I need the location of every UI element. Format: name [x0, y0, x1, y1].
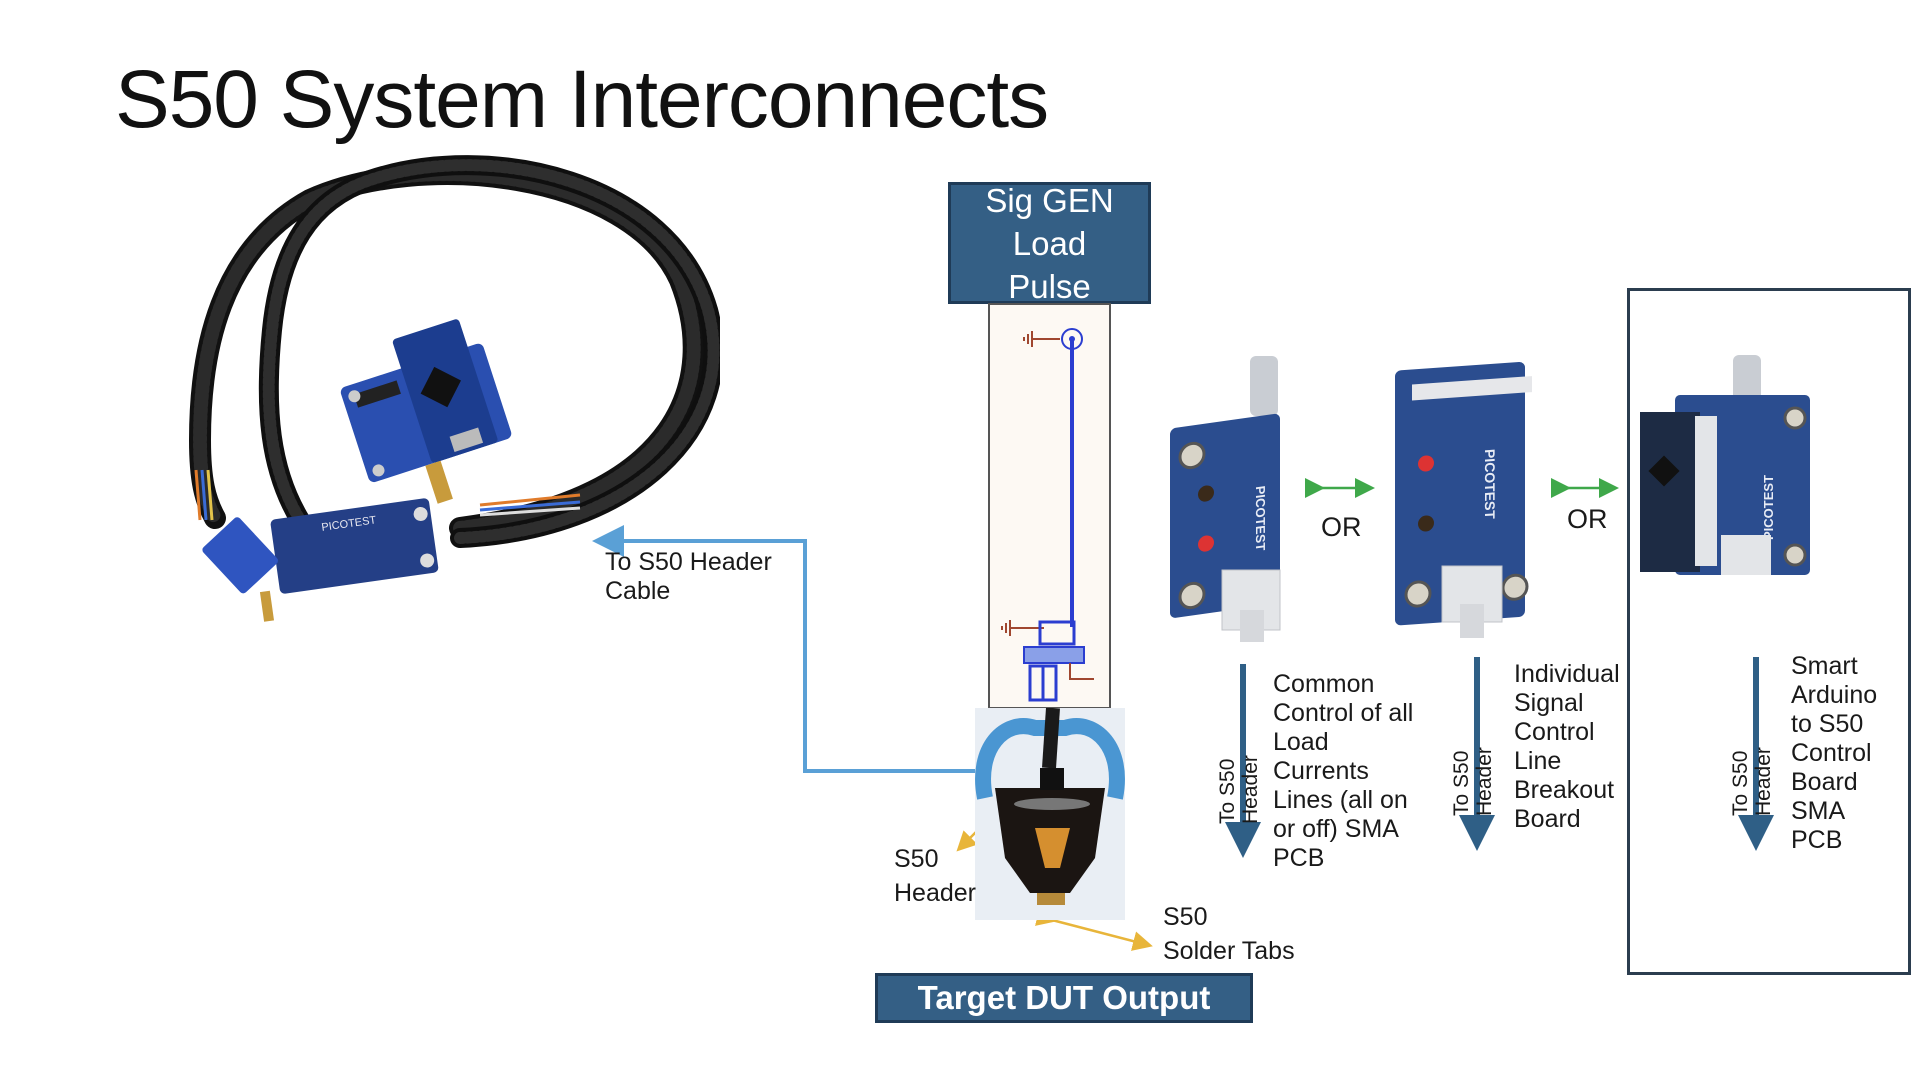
signal-generator-line-1: Sig GEN: [985, 181, 1114, 219]
cable-loop: [188, 155, 720, 548]
description-line: Lines (all on: [1273, 786, 1408, 814]
ground-symbol-top: [1023, 331, 1060, 347]
to-s50-header-label-1: To S50 Header: [1216, 755, 1262, 824]
or-label-2: OR: [1567, 504, 1608, 534]
smart-arduino-description: Smart Arduino to S50 Control Board SMA P…: [1791, 652, 1877, 855]
common-control-sma-pcb: PICOTEST: [1170, 356, 1281, 642]
individual-signal-breakout-board: PICOTEST: [1395, 361, 1532, 638]
sma-connector: [1250, 356, 1278, 416]
to-s50-header-label-1-line-1: To S50: [1216, 758, 1239, 824]
description-line: Common: [1273, 670, 1375, 698]
description-line: PCB: [1791, 826, 1843, 854]
signal-generator-line-3: Pulse: [1008, 267, 1091, 305]
description-line: Control: [1791, 739, 1872, 767]
or-label-1: OR: [1321, 512, 1362, 542]
s50-header-callout-line-2: Header: [894, 879, 976, 907]
header-connector-symbol: [1023, 620, 1094, 702]
common-control-description: Common Control of all Load Currents Line…: [1273, 670, 1413, 873]
description-line: Board: [1514, 805, 1581, 833]
description-line: Line: [1514, 747, 1562, 775]
solder-tabs-callout-arrow: [1034, 906, 1153, 951]
signal-generator-line-2: Load: [1012, 224, 1087, 262]
to-s50-header-label-1-line-2: Header: [1239, 755, 1262, 824]
signal-generator-block: Sig GEN Load Pulse: [948, 181, 1151, 305]
target-dut-output-label: Target DUT Output: [917, 979, 1211, 1016]
description-line: SMA: [1791, 797, 1846, 825]
s50-header-callout: S50 Header: [894, 842, 976, 910]
description-line: Load: [1273, 728, 1329, 756]
slide-title: S50 System Interconnects: [115, 54, 1049, 145]
schematic-panel: [988, 303, 1111, 709]
pcb-brand-text: PICOTEST: [1253, 485, 1268, 552]
description-line: Smart: [1791, 652, 1858, 680]
description-line: Breakout: [1514, 776, 1615, 804]
pcb-brand-text: PICOTEST: [1482, 448, 1498, 519]
description-line: Arduino: [1791, 681, 1878, 709]
to-s50-header-label-3-line-2: Header: [1752, 747, 1775, 816]
description-line: Control of all: [1273, 699, 1414, 727]
breakout-board-small: PICOTEST: [202, 498, 439, 622]
description-line: to S50: [1791, 710, 1864, 738]
description-line: Currents: [1273, 757, 1369, 785]
solder-tabs-callout-line-2: Solder Tabs: [1163, 937, 1295, 965]
description-line: or off) SMA: [1273, 815, 1399, 843]
to-s50-header-label-3-line-1: To S50: [1729, 750, 1752, 816]
description-line: Individual: [1514, 660, 1620, 688]
description-line: Control: [1514, 718, 1595, 746]
to-s50-header-label-2-line-2: Header: [1473, 747, 1496, 816]
target-dut-output-block: Target DUT Output: [875, 973, 1253, 1023]
smart-arduino-sma-pcb: PICOTEST: [1640, 355, 1810, 575]
ground-symbol-bottom: [1001, 620, 1044, 636]
header-cable-callout-line-2: Cable: [605, 577, 671, 605]
smart-arduino-option-frame: [1627, 288, 1911, 975]
solder-tabs-callout-line-1: S50: [1163, 903, 1208, 931]
cable-wires: [194, 469, 581, 521]
solder-tabs-callout: S50 Solder Tabs: [1163, 900, 1295, 968]
header-cable-callout: To S50 Header Cable: [605, 548, 772, 606]
description-line: PCB: [1273, 844, 1325, 872]
pcb-brand-text: PICOTEST: [1761, 475, 1776, 540]
s50-header-callout-line-1: S50: [894, 845, 939, 873]
individual-signal-description: Individual Signal Control Line Breakout …: [1514, 660, 1620, 834]
header-cable-callout-line-1: To S50 Header: [605, 548, 772, 576]
description-line: Board: [1791, 768, 1858, 796]
to-s50-header-label-2-line-1: To S50: [1450, 750, 1473, 816]
to-s50-header-label-2: To S50 Header: [1450, 747, 1496, 816]
schematic-drawing: [1001, 328, 1094, 702]
header-cable-photo: PICOTEST: [188, 155, 720, 622]
description-line: Signal: [1514, 689, 1584, 717]
s50-header-photo: [975, 708, 1125, 920]
arduino-control-board: [340, 319, 512, 504]
to-s50-header-label-3: To S50 Header: [1729, 747, 1775, 816]
